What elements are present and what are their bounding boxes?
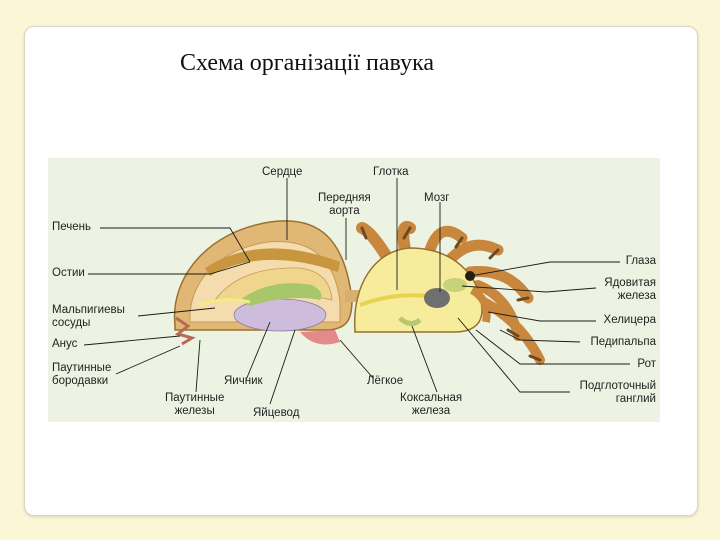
leg-5 bbox=[464, 266, 534, 304]
line-pz bbox=[195, 339, 201, 393]
line-yaich bbox=[245, 321, 271, 381]
line-pedi bbox=[499, 329, 581, 343]
label-perednyaya-aorta: Передняя аорта bbox=[318, 192, 371, 217]
line-ostii bbox=[88, 261, 251, 275]
cephalothorax bbox=[354, 247, 483, 333]
leg-2 bbox=[397, 221, 416, 256]
line-podgl bbox=[457, 317, 570, 393]
coxal-gland bbox=[398, 316, 422, 326]
line-malp bbox=[137, 307, 216, 317]
line-borod bbox=[115, 345, 181, 375]
label-malpigievy-sosudy: Мальпигиевы сосуды bbox=[52, 304, 125, 329]
label-khelitsera: Хелицера bbox=[603, 314, 656, 326]
label-glaza: Глаза bbox=[625, 255, 656, 267]
label-glotka: Глотка bbox=[373, 166, 409, 178]
label-rot: Рот bbox=[637, 358, 656, 370]
chelicera bbox=[469, 286, 491, 323]
label-mozg: Мозг bbox=[424, 192, 450, 204]
malpighian-tubules bbox=[199, 298, 251, 307]
lung bbox=[300, 330, 340, 345]
leg-3 bbox=[424, 225, 468, 256]
label-yadovitaya-zheleza: Ядовитая железа bbox=[604, 277, 656, 302]
line-glaza bbox=[469, 261, 620, 277]
label-pautinnye-zhelezy: Паутинные железы bbox=[165, 392, 225, 417]
gut bbox=[240, 283, 322, 306]
label-legkoe: Лёгкое bbox=[367, 375, 404, 387]
brain bbox=[424, 288, 450, 308]
line-anus bbox=[83, 335, 181, 346]
label-podglotochny-ganglii: Подглоточный ганглий bbox=[579, 380, 656, 405]
heart bbox=[205, 248, 340, 276]
label-pechen: Печень bbox=[52, 221, 92, 233]
slide-title: Схема організації павука bbox=[180, 50, 435, 76]
line-koks bbox=[411, 325, 438, 393]
label-pedipalpa: Педипальпа bbox=[590, 336, 657, 348]
label-yaitsevod: Яйцевод bbox=[253, 407, 300, 419]
label-pautinnye-borodavki: Паутинные бородавки bbox=[52, 362, 112, 387]
label-anus: Анус bbox=[52, 338, 78, 350]
line-legk bbox=[339, 339, 374, 379]
line-yad bbox=[461, 285, 597, 293]
line-pechen bbox=[100, 227, 251, 263]
line-rot bbox=[475, 329, 630, 365]
label-ostii: Остии bbox=[52, 267, 85, 279]
label-yaichnik: Яичник bbox=[224, 375, 263, 387]
leg-stripes bbox=[360, 226, 542, 362]
label-serdtse: Сердце bbox=[262, 166, 303, 178]
line-khel bbox=[487, 311, 596, 322]
leader-lines bbox=[83, 178, 630, 405]
spinnerets bbox=[174, 316, 196, 346]
label-koksalnaya-zheleza: Коксальная железа bbox=[400, 392, 463, 417]
venom-gland bbox=[443, 278, 467, 292]
line-yaits bbox=[269, 329, 296, 405]
